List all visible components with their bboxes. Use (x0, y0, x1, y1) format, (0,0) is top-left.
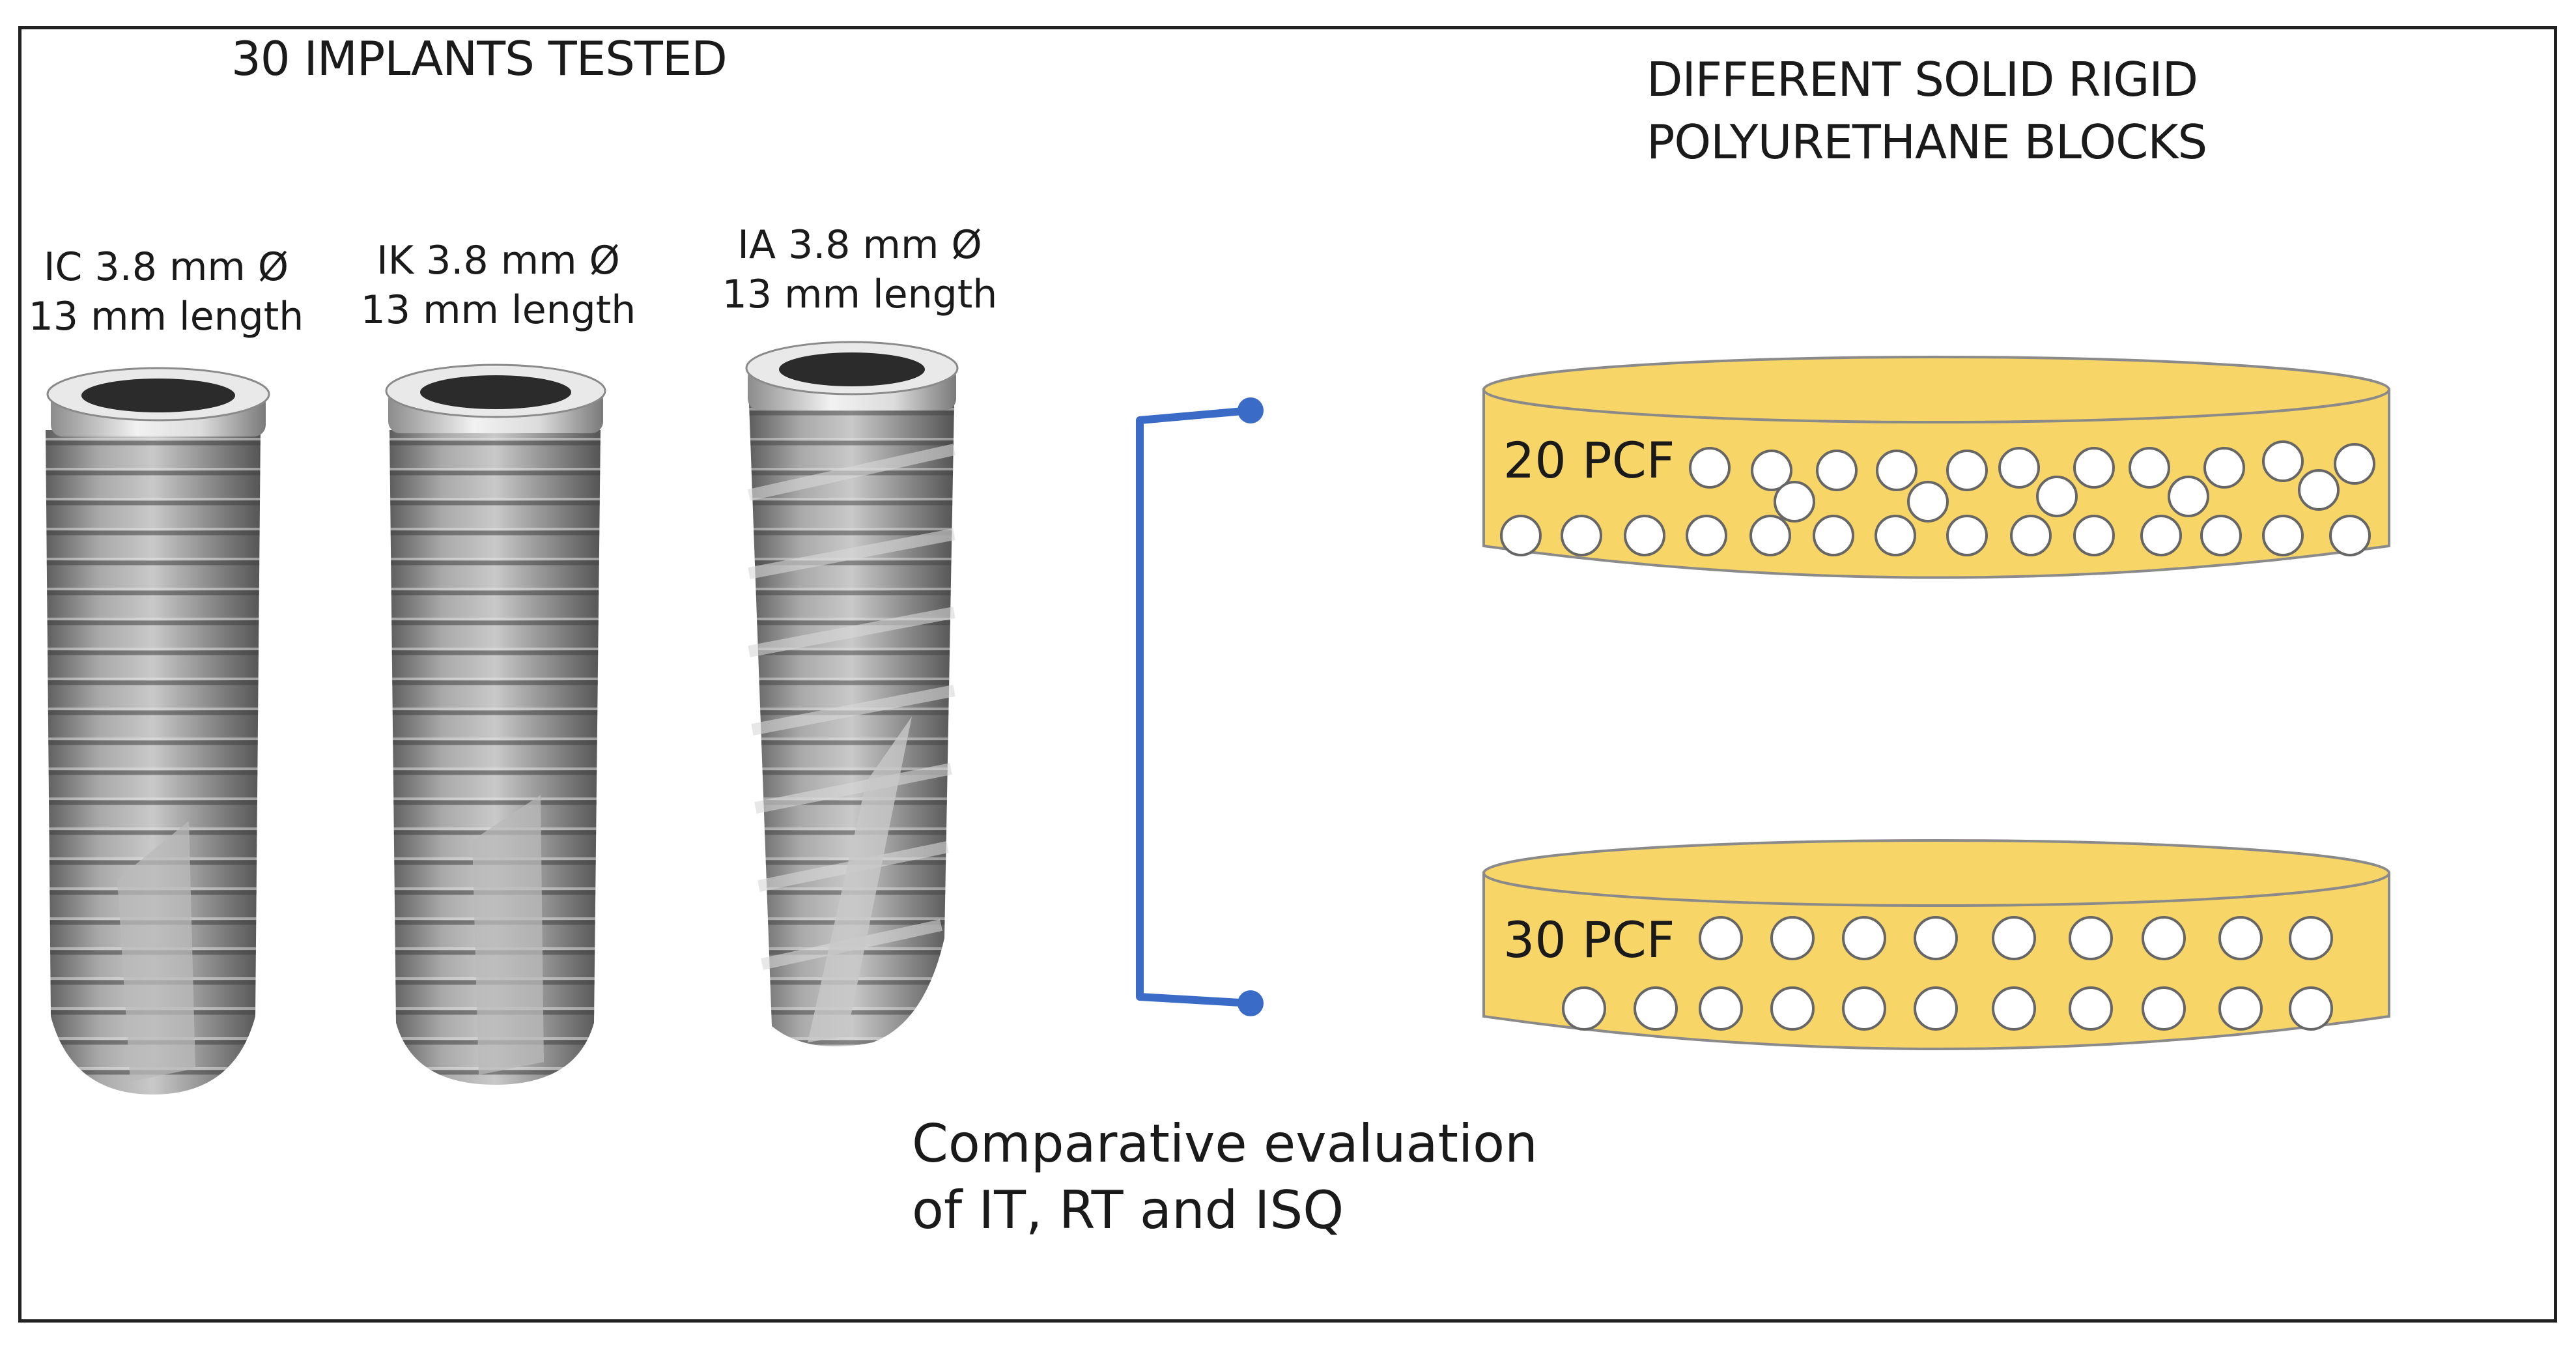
implant-ik-image (385, 364, 606, 1085)
block-pore (2262, 440, 2304, 482)
figure-frame (18, 26, 2557, 1323)
block-pore (1751, 450, 1792, 491)
block-pore (1774, 481, 1815, 523)
block-pore (1634, 986, 1678, 1031)
implant-ic-length: 13 mm length (28, 294, 304, 339)
comparison-bracket (1136, 397, 1264, 1016)
block-pore (1699, 986, 1743, 1031)
block-pore (2069, 986, 2113, 1031)
block-pore (2073, 447, 2115, 489)
block-pore (2073, 515, 2115, 556)
block-pore (1562, 986, 1606, 1031)
block-pore (2289, 916, 2333, 960)
block-pore (1946, 450, 1988, 491)
block-pore (1914, 986, 1958, 1031)
block-pore (1686, 515, 1727, 556)
block-pore (2298, 469, 2340, 511)
block-pore (1875, 515, 1916, 556)
left-title: 30 IMPLANTS TESTED (231, 31, 728, 86)
right-title-line-2: POLYURETHANE BLOCKS (1647, 115, 2207, 169)
caption-line-2: of IT, RT and ISQ (912, 1180, 1344, 1240)
caption-line-1: Comparative evaluation (912, 1113, 1538, 1174)
block-pore (2010, 515, 2052, 556)
block-pore (2142, 916, 2186, 960)
block-pore (1816, 450, 1858, 491)
block-pore (2069, 916, 2113, 960)
block-pore (2140, 515, 2182, 556)
block-pore (1992, 916, 2036, 960)
bracket-end-bottom (1238, 990, 1264, 1016)
block-pore (1998, 447, 2040, 489)
block-pore (1500, 515, 1542, 556)
block-pore (1749, 515, 1791, 556)
block-pore (1992, 986, 2036, 1031)
implant-label-ia: IA 3.8 mm Ø 13 mm length (713, 220, 1006, 319)
block-pore (1689, 447, 1731, 489)
right-title-line-1: DIFFERENT SOLID RIGID (1647, 52, 2198, 107)
block-pore (2036, 476, 2078, 517)
block-pore (1876, 450, 1918, 491)
implant-label-ic: IC 3.8 mm Ø 13 mm length (20, 242, 313, 341)
block-pore (1842, 916, 1886, 960)
block-pore (2129, 447, 2170, 489)
block-pore (2329, 515, 2371, 556)
bracket-end-top (1238, 397, 1264, 423)
implant-ia-diameter: IA 3.8 mm Ø (737, 222, 982, 268)
implant-label-ik: IK 3.8 mm Ø 13 mm length (352, 236, 645, 335)
block-30-pcf (1482, 839, 2390, 1050)
block-pore (1770, 916, 1815, 960)
block-pore (2218, 986, 2263, 1031)
implant-ia-length: 13 mm length (722, 272, 998, 317)
block-pore (1699, 916, 1743, 960)
implant-ic-diameter: IC 3.8 mm Ø (43, 244, 289, 290)
block-30-label: 30 PCF (1503, 911, 1675, 969)
block-pore (1914, 916, 1958, 960)
block-pore (2262, 515, 2304, 556)
implant-ik-length: 13 mm length (360, 287, 636, 333)
block-pore (2289, 986, 2333, 1031)
block-pore (2218, 916, 2263, 960)
block-20-label: 20 PCF (1503, 431, 1675, 489)
block-pore (2168, 476, 2209, 517)
implant-ic-image (46, 367, 270, 1095)
block-pore (2203, 447, 2245, 489)
block-20-pcf (1482, 356, 2390, 579)
block-pore (1561, 515, 1602, 556)
implant-ia-image (745, 341, 959, 1047)
block-pore (1624, 515, 1665, 556)
block-pore (1842, 986, 1886, 1031)
block-pore (1770, 986, 1815, 1031)
block-pore (1813, 515, 1854, 556)
implant-ik-diameter: IK 3.8 mm Ø (376, 238, 620, 283)
block-pore (2334, 443, 2375, 485)
block-pore (1907, 481, 1949, 523)
block-pore (2142, 986, 2186, 1031)
block-pore (2200, 515, 2242, 556)
block-pore (1946, 515, 1988, 556)
